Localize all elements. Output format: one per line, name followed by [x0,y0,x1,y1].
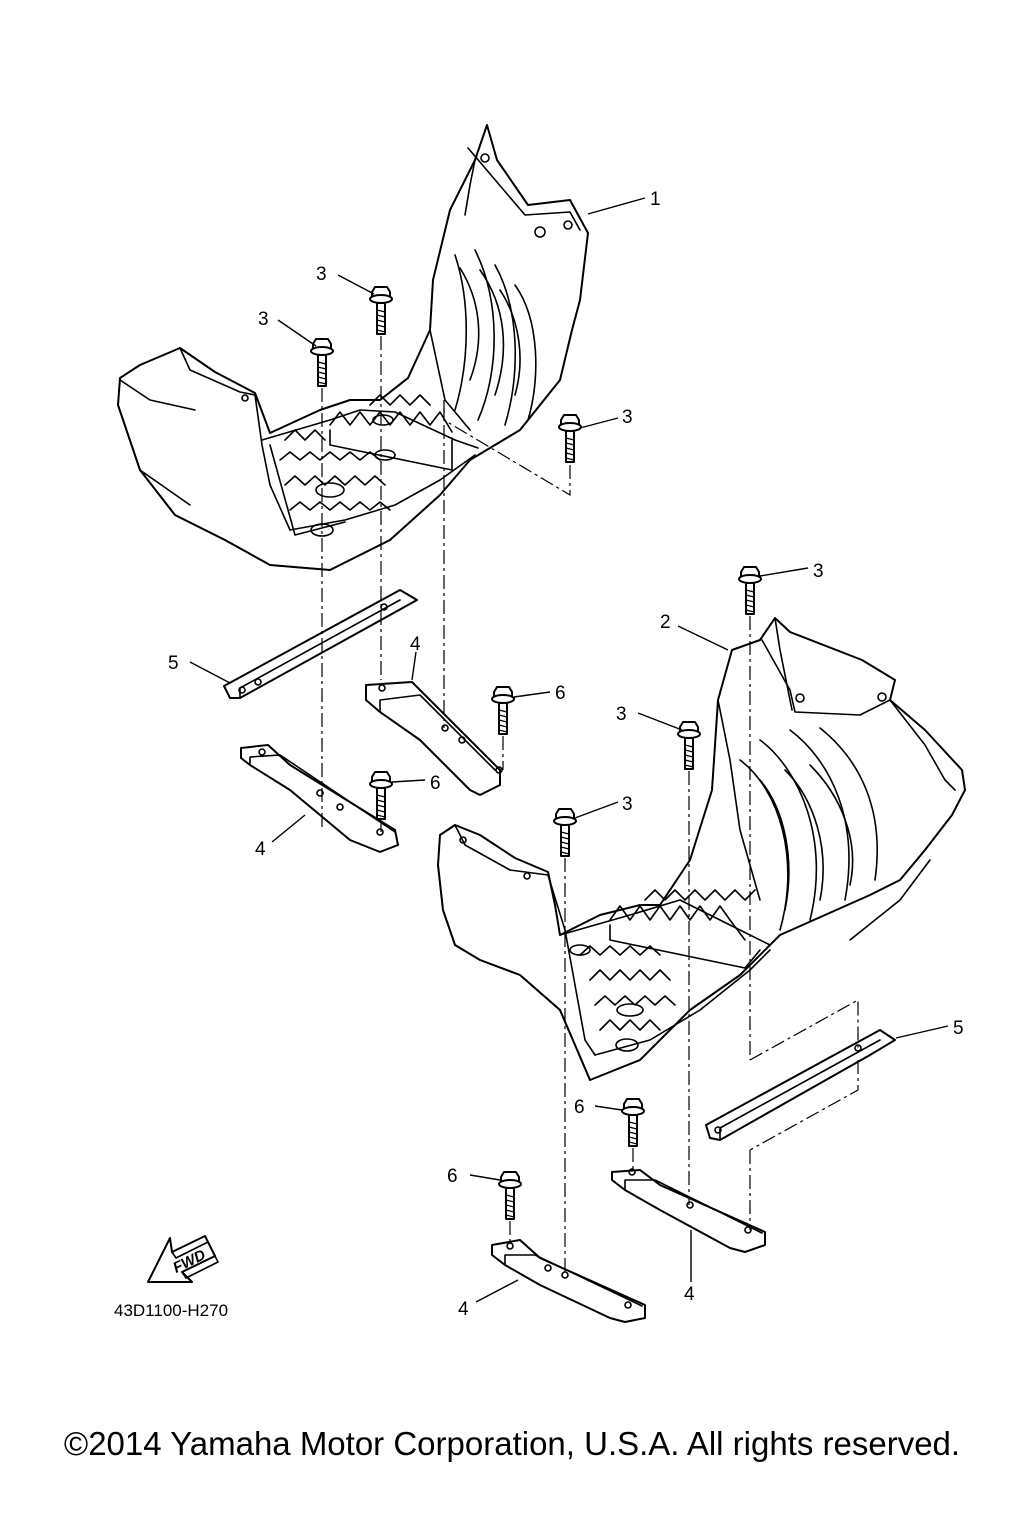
bolt-6-bottom-a [621,1098,645,1147]
footrest-right [437,617,966,1081]
callout-3: 3 [622,794,633,815]
callout-2: 2 [660,612,671,633]
callout-4: 4 [410,634,421,655]
diagram-part-number: 43D1100-H270 [114,1301,228,1320]
callout-5: 5 [953,1018,964,1039]
assembly-center-lines [321,336,859,1275]
bolt-3-top-c [558,414,582,463]
callout-5: 5 [168,653,179,674]
callout-3: 3 [813,561,824,582]
bolt-3-bottom-c [553,808,577,857]
callout-leader-lines [189,197,949,1303]
callout-3: 3 [616,704,627,725]
callout-6: 6 [447,1166,458,1187]
callout-4: 4 [458,1299,469,1320]
stay-bracket-4-c [611,1168,766,1253]
callout-3: 3 [258,309,269,330]
stay-bracket-4-a [365,681,503,796]
stay-bracket-4-b [240,744,399,853]
bolt-6-top-b [369,771,393,820]
footrest-left [117,124,589,571]
stay-bracket-4-d [491,1239,646,1323]
callout-6: 6 [430,773,441,794]
bolt-3-top-b [310,338,334,387]
stay-bracket-5-top [223,589,418,699]
callout-6: 6 [574,1097,585,1118]
callout-3: 3 [316,264,327,285]
bolt-6-bottom-b [498,1171,522,1220]
bolt-3-bottom-a [738,566,762,615]
callout-6: 6 [555,683,566,704]
bolt-6-top-a [491,686,515,735]
stay-bracket-5-bottom [705,1029,896,1141]
callout-1: 1 [650,189,661,210]
copyright-notice: ©2014 Yamaha Motor Corporation, U.S.A. A… [63,1425,961,1462]
callout-4: 4 [684,1284,695,1305]
callout-3: 3 [622,407,633,428]
fwd-arrow-icon: FWD [147,1235,219,1283]
callout-4: 4 [255,839,266,860]
